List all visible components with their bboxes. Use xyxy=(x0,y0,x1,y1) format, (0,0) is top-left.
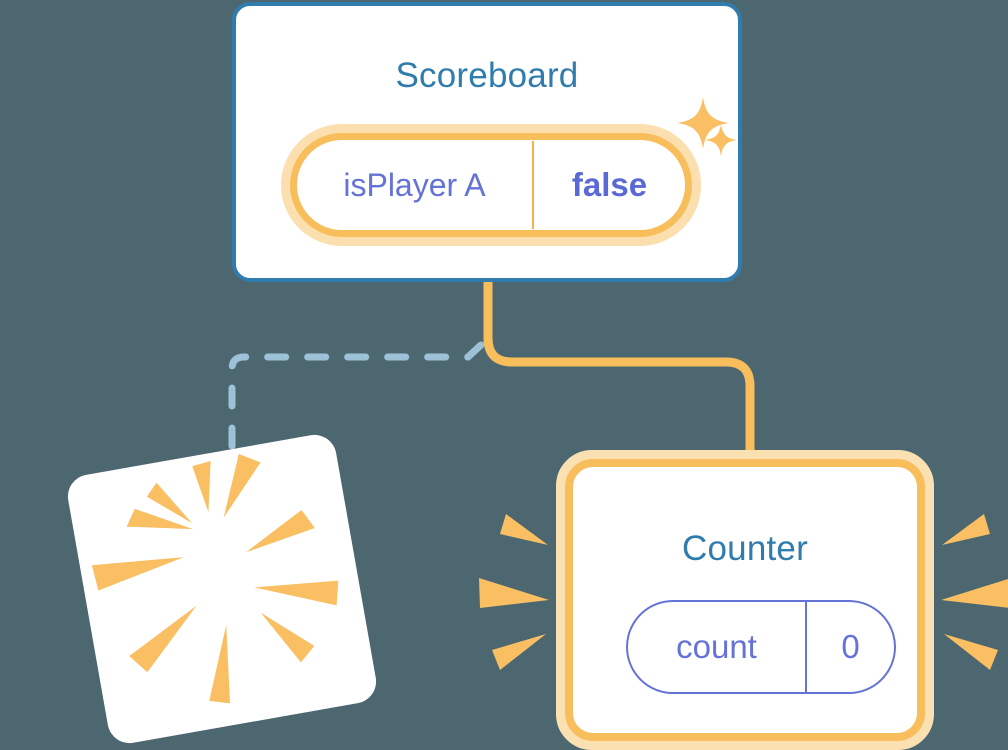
counter-prop-key: count xyxy=(676,628,757,665)
solid-connector-path xyxy=(483,280,755,462)
scoreboard-prop-pill[interactable]: isPlayer A false xyxy=(281,124,701,246)
scoreboard-prop-key: isPlayer A xyxy=(343,166,486,203)
counter-card[interactable]: Counter count 0 xyxy=(556,450,934,750)
scoreboard-prop-pill-inner: isPlayer A false xyxy=(290,133,692,237)
counter-prop-pill[interactable]: count 0 xyxy=(626,600,896,694)
counter-card-inner: Counter count 0 xyxy=(565,459,925,741)
scoreboard-prop-value: false xyxy=(571,166,648,203)
counter-prop-value: 0 xyxy=(841,628,860,665)
scoreboard-card[interactable]: Scoreboard isPlayer A false xyxy=(232,2,742,282)
scoreboard-prop-divider xyxy=(532,141,534,229)
burst-rays-icon xyxy=(91,454,339,704)
scoreboard-title: Scoreboard xyxy=(395,56,579,95)
sparkle-small-icon xyxy=(705,124,737,156)
counter-title: Counter xyxy=(682,529,808,568)
counter-left-rays-icon xyxy=(479,514,549,670)
counter-prop-divider xyxy=(805,602,807,692)
counter-right-rays-icon xyxy=(941,514,1008,670)
sparkle-large-icon xyxy=(677,97,729,149)
